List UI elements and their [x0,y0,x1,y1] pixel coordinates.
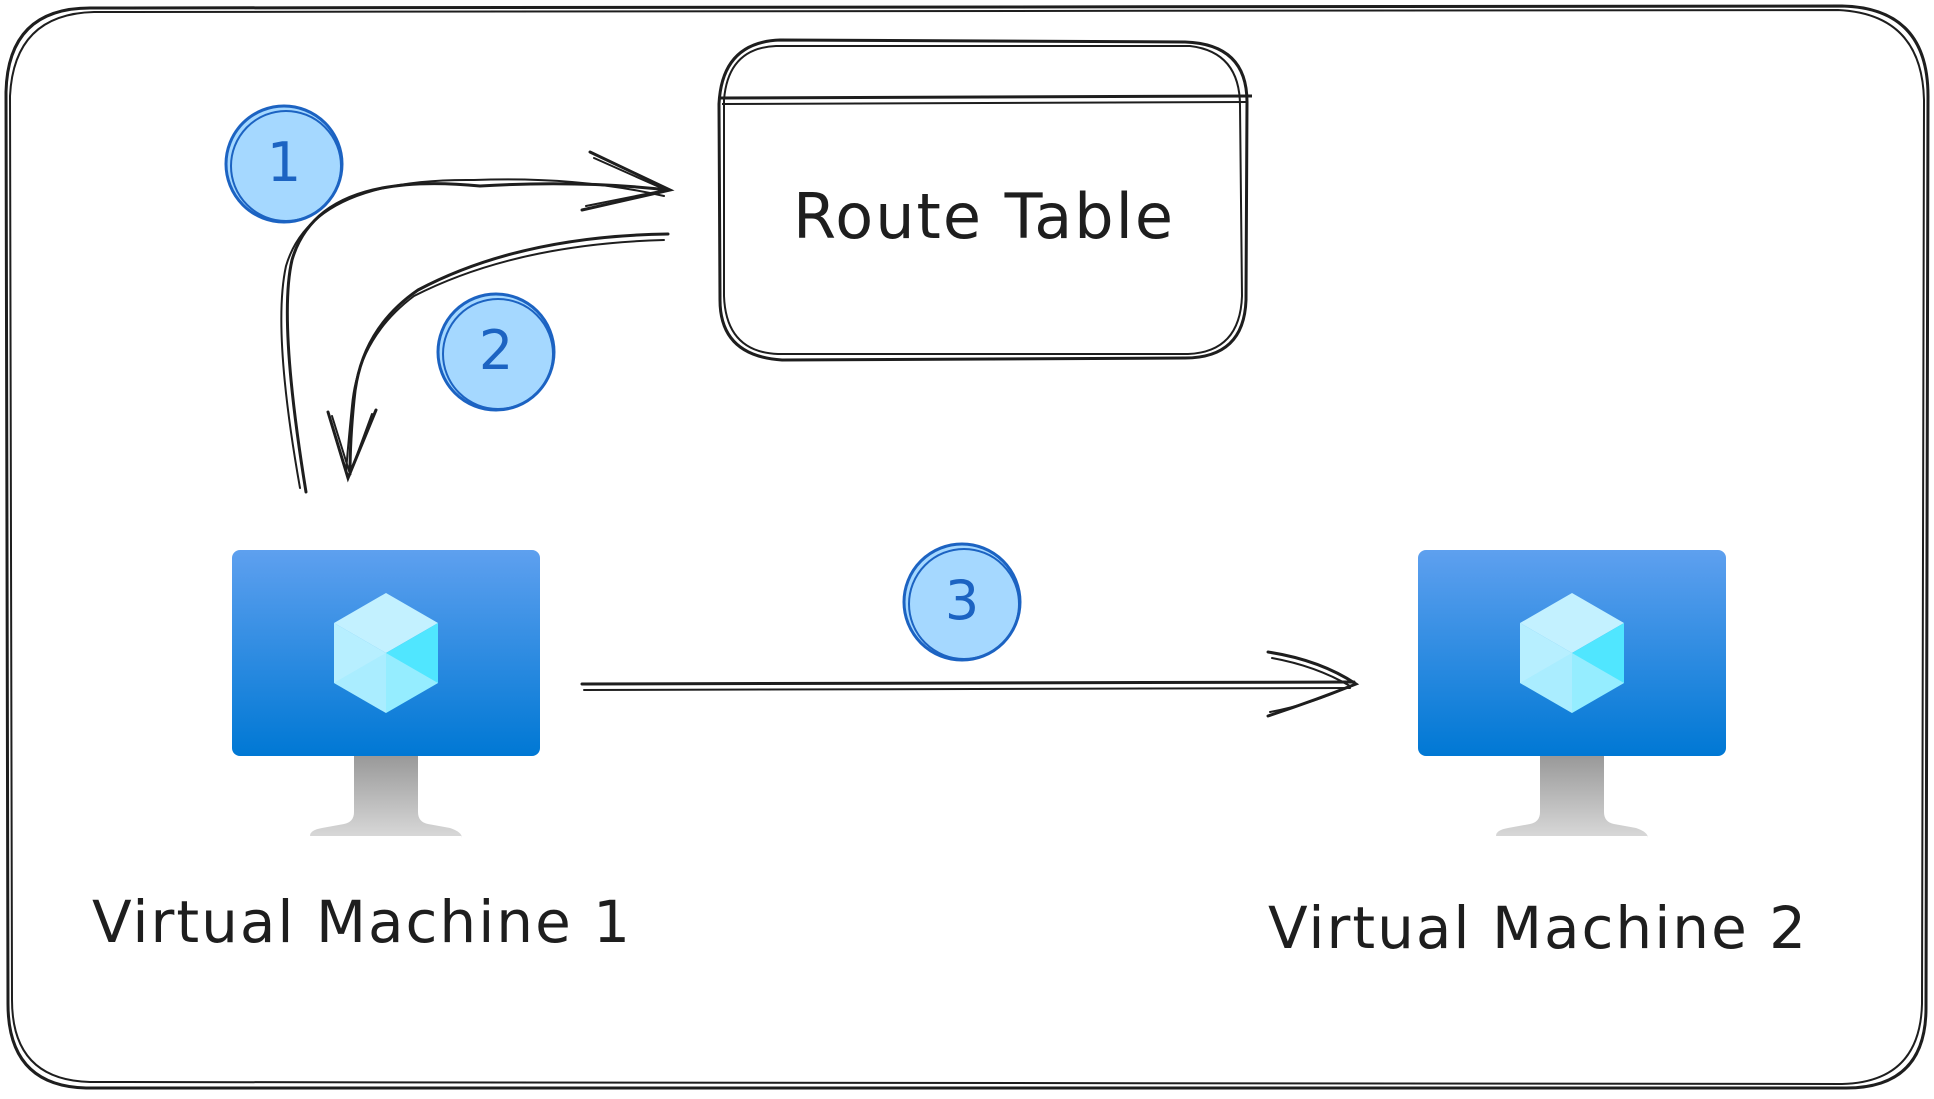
vm1-label: Virtual Machine 1 [92,888,633,956]
step-badge-1 [224,104,344,224]
cube-icon [334,593,438,713]
route-table-box [717,38,1253,362]
virtual-machine-icon [1418,550,1726,838]
vm2-label: Virtual Machine 2 [1268,894,1809,962]
arrow-vm1-to-route-table [280,150,675,494]
arrow-route-table-to-vm1 [326,232,670,483]
route-table-label: Route Table [792,180,1175,253]
step-3-number: 3 [944,569,980,632]
outer-frame [4,4,1930,1090]
step-badge-2 [436,292,556,412]
step-badge-3 [902,542,1022,662]
step-2-number: 2 [478,319,514,382]
step-1-number: 1 [266,131,302,194]
cube-icon [1520,593,1624,713]
arrow-vm1-to-vm2 [580,650,1360,718]
virtual-machine-icon [232,550,540,838]
